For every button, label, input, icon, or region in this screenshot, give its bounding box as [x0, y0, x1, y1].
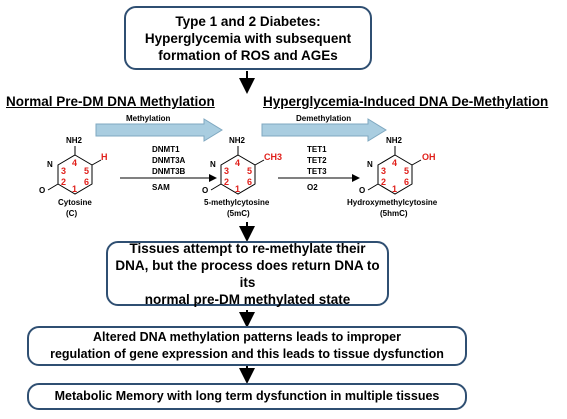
diabetes-line-2: Hyperglycemia with subsequent — [144, 30, 352, 46]
hmc-nh2: NH2 — [386, 136, 403, 145]
cyt-n: N — [47, 160, 53, 169]
o2-label: O2 — [307, 183, 318, 192]
cyt-num-1: 1 — [72, 184, 77, 194]
demethylation-block-arrow — [261, 118, 387, 142]
5mc-name: 5-methylcytosine — [204, 198, 270, 207]
cytosine-abbr: (C) — [66, 209, 78, 218]
hmc-num-4: 4 — [392, 158, 397, 168]
demethylation-label: Demethylation — [296, 114, 352, 123]
tet3-label: TET3 — [307, 167, 327, 176]
demethylation-heading: Hyperglycemia-Induced DNA De-Methylation — [263, 94, 549, 109]
dnmt3b-label: DNMT3B — [152, 167, 186, 176]
normal-methylation-heading: Normal Pre-DM DNA Methylation — [6, 94, 215, 109]
mc-ch3: CH3 — [264, 152, 283, 162]
altered-methylation-box: Altered DNA methylation patterns leads t… — [27, 326, 467, 366]
cyt-num-6: 6 — [84, 177, 89, 187]
diabetes-box: Type 1 and 2 Diabetes: Hyperglycemia wit… — [124, 6, 372, 70]
tissues-line-3: normal pre-DM methylated state — [144, 291, 351, 307]
hmc-num-1: 1 — [392, 184, 397, 194]
cyt-o: O — [39, 186, 46, 195]
mc-num-1: 1 — [235, 184, 240, 194]
5mc-abbr: (5mC) — [227, 209, 250, 218]
mc-num-2: 2 — [224, 177, 229, 187]
hmc-oh: OH — [422, 152, 436, 162]
methylation-block-arrow — [95, 118, 223, 142]
hmc-num-2: 2 — [381, 177, 386, 187]
tissues-box: Tissues attempt to re-methylate their DN… — [106, 240, 389, 307]
altered-line-1: Altered DNA methylation patterns leads t… — [93, 330, 401, 344]
hmc-o: O — [359, 186, 366, 195]
5mc-molecule — [210, 146, 265, 195]
memory-line: Metabolic Memory with long term dysfunct… — [54, 389, 440, 403]
tet1-label: TET1 — [307, 145, 327, 154]
cytosine-molecule — [47, 146, 102, 195]
cyt-nh2: NH2 — [66, 136, 83, 145]
mc-o: O — [202, 186, 209, 195]
mc-num-6: 6 — [247, 177, 252, 187]
hmc-num-3: 3 — [381, 166, 386, 176]
diabetes-line-3: formation of ROS and AGEs — [158, 47, 338, 63]
cyt-num-4: 4 — [72, 158, 77, 168]
sam-label: SAM — [152, 183, 170, 192]
mc-n: N — [210, 160, 216, 169]
5hmc-molecule — [367, 146, 422, 195]
cyt-num-3: 3 — [61, 166, 66, 176]
5hmc-name: Hydroxymethylcytosine — [347, 198, 438, 207]
cyt-num-2: 2 — [61, 177, 66, 187]
metabolic-memory-box: Metabolic Memory with long term dysfunct… — [27, 383, 467, 410]
diabetes-line-1: Type 1 and 2 Diabetes: — [175, 13, 321, 29]
methylation-label: Methylation — [126, 114, 171, 123]
dnmt1-label: DNMT1 — [152, 145, 180, 154]
altered-line-2: regulation of gene expression and this l… — [50, 347, 444, 361]
5hmc-abbr: (5hmC) — [380, 209, 408, 218]
dnmt3a-label: DNMT3A — [152, 156, 186, 165]
mc-num-5: 5 — [247, 166, 252, 176]
mc-num-4: 4 — [235, 158, 240, 168]
hmc-num-6: 6 — [404, 177, 409, 187]
tissues-line-2: DNA, but the process does return DNA to … — [115, 257, 380, 290]
cytosine-name: Cytosine — [58, 198, 92, 207]
cyt-h: H — [101, 152, 108, 162]
tet2-label: TET2 — [307, 156, 327, 165]
tissues-line-1: Tissues attempt to re-methylate their — [129, 240, 366, 256]
hmc-num-5: 5 — [404, 166, 409, 176]
cyt-num-5: 5 — [84, 166, 89, 176]
mc-nh2: NH2 — [229, 136, 246, 145]
mc-num-3: 3 — [224, 166, 229, 176]
hmc-n: N — [367, 160, 373, 169]
